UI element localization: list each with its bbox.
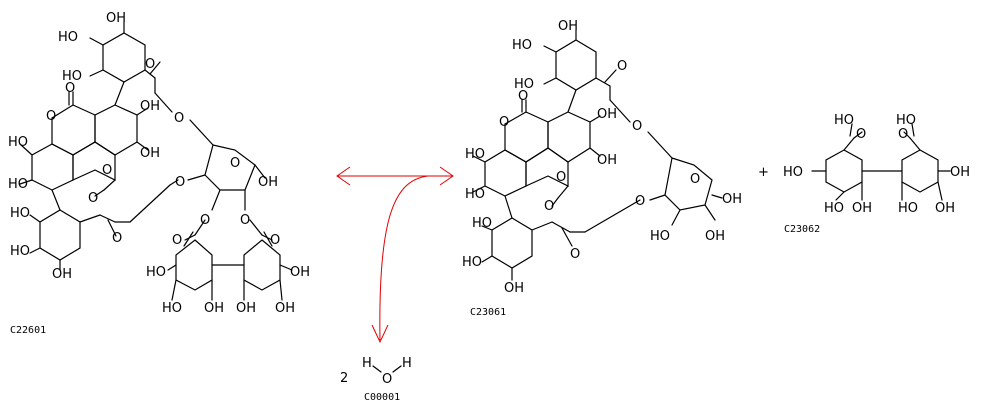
- atom-label: O: [46, 109, 56, 124]
- atom-label: HO: [465, 187, 485, 202]
- atom-label: O: [898, 127, 908, 142]
- atom-label: O: [172, 233, 182, 248]
- atom-label: HO: [512, 38, 532, 53]
- atom-label: HO: [62, 69, 82, 84]
- atom-label: HO: [896, 113, 916, 128]
- side-product-arrow-curve: [379, 175, 429, 341]
- atom-label: O: [556, 170, 566, 185]
- atom-label: HO: [462, 255, 482, 270]
- atom-label: OH: [258, 175, 278, 190]
- atom-label: O: [145, 57, 155, 72]
- atom-label: OH: [597, 107, 617, 122]
- atom-label: HO: [58, 30, 78, 45]
- arrow-head-left-icon: [336, 166, 351, 186]
- atom-label: OH: [204, 301, 224, 316]
- atom-label: OH: [705, 229, 725, 244]
- atom-label: O: [635, 194, 645, 209]
- atom-label: O: [230, 156, 240, 171]
- atom-label: HO: [10, 206, 30, 221]
- atom-label: HO: [472, 216, 492, 231]
- molecule-c23062: HO O HO O HO HO OH HO OH OH C23062: [783, 113, 970, 235]
- atom-label: OH: [52, 267, 72, 282]
- compound-id-c22601: C22601: [10, 325, 46, 336]
- compound-id-c23062: C23062: [784, 224, 820, 235]
- atom-label: OH: [558, 19, 578, 34]
- atom-label: OH: [140, 146, 160, 161]
- atom-label: O: [382, 372, 392, 387]
- arrow-head-right-icon: [439, 166, 454, 186]
- atom-label: O: [174, 111, 184, 126]
- atom-label: OH: [290, 265, 310, 280]
- atom-label: OH: [140, 99, 160, 114]
- atom-label: HO: [465, 147, 485, 162]
- atom-label: HO: [898, 201, 918, 216]
- atom-label: O: [499, 115, 509, 130]
- molecule-c22601: OH HO HO O O O O OH OH HO HO O O HO HO O…: [8, 11, 310, 336]
- atom-label: O: [102, 163, 112, 178]
- atom-label: OH: [722, 192, 742, 207]
- atom-label: OH: [950, 165, 970, 180]
- atom-label: HO: [10, 244, 30, 259]
- atom-label: HO: [514, 77, 534, 92]
- compound-id-c00001: C00001: [364, 392, 400, 403]
- plus-sign: +: [758, 165, 769, 180]
- atom-label: O: [65, 81, 75, 96]
- atom-label: O: [856, 127, 866, 142]
- arrow-head-down-icon: [371, 324, 389, 344]
- atom-label: OH: [504, 281, 524, 296]
- atom-label: HO: [8, 135, 28, 150]
- atom-label: HO: [162, 301, 182, 316]
- molecule-c00001: 2 H O H C00001: [340, 356, 412, 403]
- atom-label: O: [200, 213, 210, 228]
- atom-label: HO: [146, 265, 166, 280]
- compound-id-c23061: C23061: [470, 307, 506, 318]
- atom-label: OH: [852, 201, 872, 216]
- atom-label: OH: [106, 11, 126, 26]
- atom-label: O: [518, 89, 528, 104]
- atom-label: OH: [275, 301, 295, 316]
- molecule-c23061: OH HO HO O O O O OH OH HO HO O O HO HO O…: [462, 19, 742, 318]
- atom-label: O: [88, 191, 98, 206]
- reaction-arrow: [336, 166, 454, 344]
- atom-label: HO: [834, 113, 854, 128]
- atom-label: HO: [783, 165, 803, 180]
- atom-label: O: [617, 59, 627, 74]
- atom-label: O: [240, 213, 250, 228]
- atom-label: OH: [597, 153, 617, 168]
- atom-label: H: [362, 356, 372, 371]
- atom-label: O: [175, 175, 185, 190]
- water-coefficient: 2: [340, 371, 348, 386]
- atom-label: O: [690, 172, 700, 187]
- atom-label: O: [544, 199, 554, 214]
- atom-label: OH: [935, 201, 955, 216]
- atom-label: HO: [650, 229, 670, 244]
- atom-label: O: [570, 247, 580, 262]
- atom-label: H: [402, 356, 412, 371]
- atom-label: O: [632, 119, 642, 134]
- atom-label: O: [112, 231, 122, 246]
- atom-label: HO: [8, 177, 28, 192]
- atom-label: OH: [236, 301, 256, 316]
- atom-label: HO: [824, 201, 844, 216]
- atom-label: O: [270, 233, 280, 248]
